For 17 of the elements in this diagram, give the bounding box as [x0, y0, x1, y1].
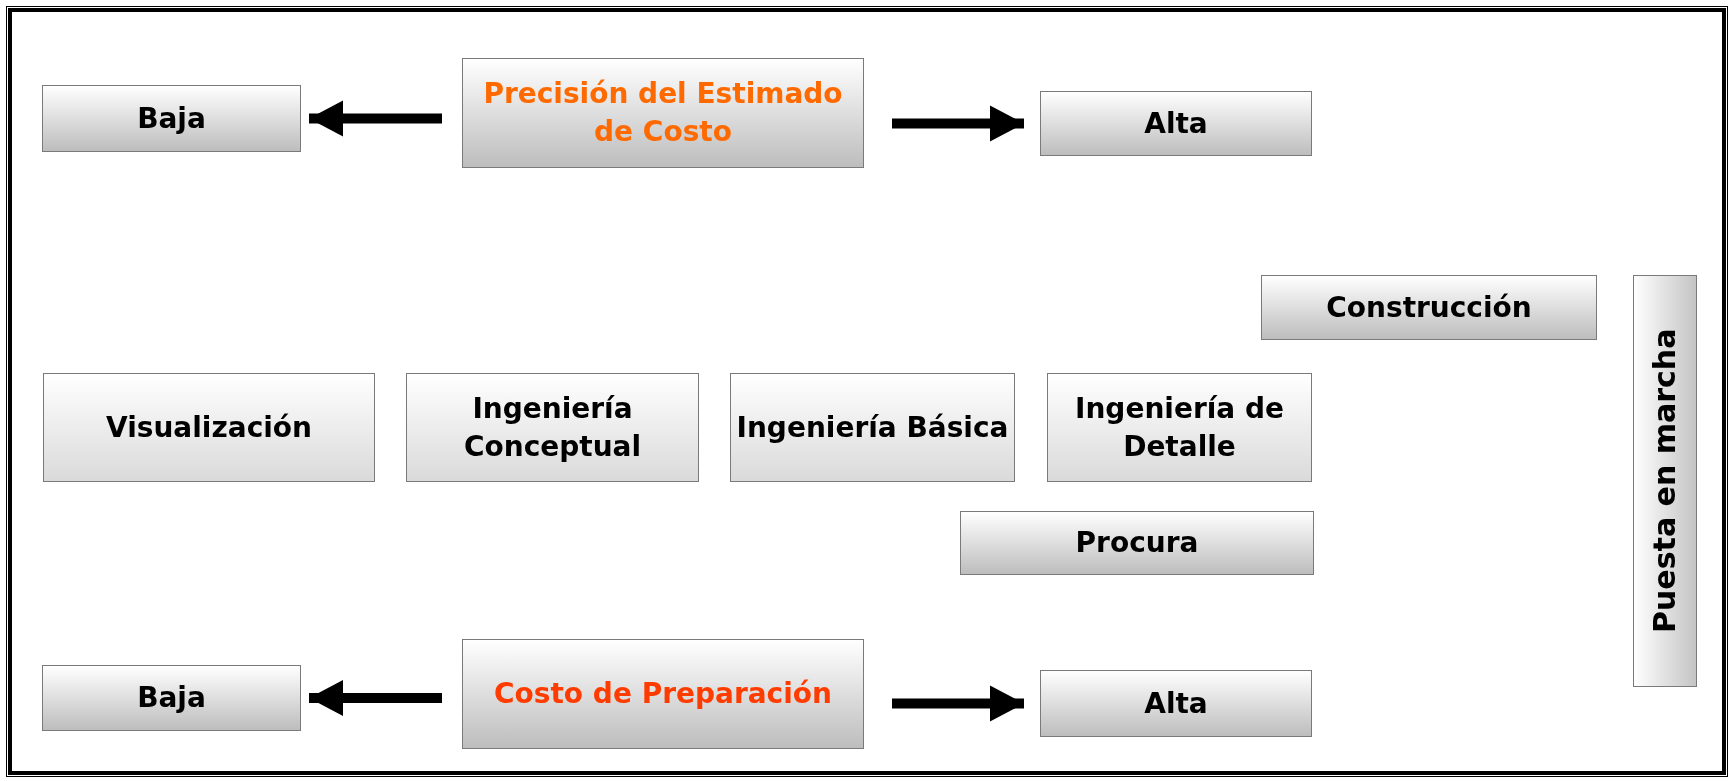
arrow — [309, 100, 442, 137]
phase-box: Ingeniería de Detalle — [1047, 373, 1312, 482]
heading-box: Costo de Preparación — [462, 639, 864, 749]
phase-box: Ingeniería Conceptual — [406, 373, 699, 482]
level-box: Alta — [1040, 670, 1312, 737]
phase-box: Construcción — [1261, 275, 1597, 340]
level-box: Baja — [42, 85, 301, 152]
phase-box: Procura — [960, 511, 1314, 575]
phase-box: Visualización — [43, 373, 375, 482]
arrow — [892, 685, 1024, 722]
heading-box: Precisión del Estimado de Costo — [462, 58, 864, 168]
phase-box: Puesta en marcha — [1633, 275, 1697, 687]
arrow — [309, 680, 442, 716]
arrow — [892, 105, 1024, 142]
level-box: Alta — [1040, 91, 1312, 156]
phase-box: Ingeniería Básica — [730, 373, 1015, 482]
level-box: Baja — [42, 665, 301, 731]
